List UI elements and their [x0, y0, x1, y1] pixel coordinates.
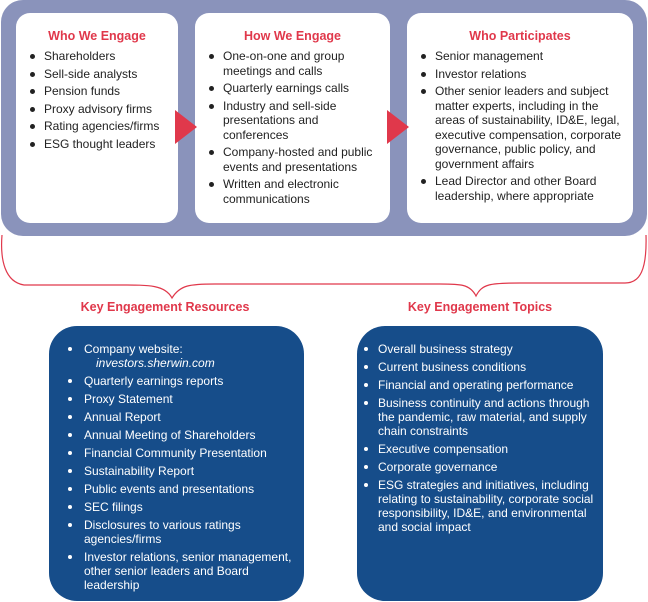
card-list: Shareholders Sell-side analysts Pension …	[16, 49, 178, 151]
list-item: One-on-one and group meetings and calls	[195, 49, 390, 78]
list-item: Financial and operating performance	[357, 378, 603, 392]
list-item: Written and electronic communications	[195, 177, 390, 206]
list-item: Industry and sell-side presentations and…	[195, 99, 390, 143]
resources-box: Company website: investors.sherwin.com Q…	[49, 326, 304, 601]
list-item: Proxy advisory firms	[16, 102, 178, 117]
list-item: Annual Report	[49, 410, 304, 424]
list-item: Annual Meeting of Shareholders	[49, 428, 304, 442]
list-item: Shareholders	[16, 49, 178, 64]
who-participates-card: Who Participates Senior management Inves…	[407, 13, 633, 223]
topics-list: Overall business strategy Current busine…	[357, 342, 603, 534]
list-item: Proxy Statement	[49, 392, 304, 406]
website-label: Company website:	[84, 342, 183, 356]
list-item: Quarterly earnings calls	[195, 81, 390, 96]
list-item: Executive compensation	[357, 442, 603, 456]
list-item: Financial Community Presentation	[49, 446, 304, 460]
how-we-engage-card: How We Engage One-on-one and group meeti…	[195, 13, 390, 223]
list-item: Corporate governance	[357, 460, 603, 474]
list-item: SEC filings	[49, 500, 304, 514]
triangle-right-icon	[175, 110, 197, 144]
brace-line	[1, 234, 647, 300]
list-item: Investor relations	[407, 67, 633, 82]
list-item: Business continuity and actions through …	[357, 396, 603, 438]
list-item: Rating agencies/firms	[16, 119, 178, 134]
resources-list: Company website: investors.sherwin.com Q…	[49, 342, 304, 592]
list-item: Current business conditions	[357, 360, 603, 374]
list-item: Company-hosted and public events and pre…	[195, 145, 390, 174]
list-item: Company website: investors.sherwin.com	[49, 342, 304, 370]
brace-connector	[1, 234, 647, 300]
list-item: ESG thought leaders	[16, 137, 178, 152]
topics-box: Overall business strategy Current busine…	[357, 326, 603, 601]
card-title: How We Engage	[243, 29, 341, 43]
list-item: ESG strategies and initiatives, includin…	[357, 478, 603, 534]
triangle-right-icon	[387, 110, 409, 144]
list-item: Lead Director and other Board leadership…	[407, 174, 633, 203]
list-item: Disclosures to various ratings agencies/…	[49, 518, 304, 546]
list-item: Overall business strategy	[357, 342, 603, 356]
card-title: Who Participates	[469, 29, 571, 43]
list-item: Other senior leaders and subject matter …	[407, 84, 633, 171]
list-item: Pension funds	[16, 84, 178, 99]
card-list: Senior management Investor relations Oth…	[407, 49, 633, 203]
list-item: Sell-side analysts	[16, 67, 178, 82]
card-title: Who We Engage	[48, 29, 146, 43]
list-item: Sustainability Report	[49, 464, 304, 478]
card-list: One-on-one and group meetings and calls …	[195, 49, 390, 206]
topics-title: Key Engagement Topics	[407, 300, 553, 314]
list-item: Quarterly earnings reports	[49, 374, 304, 388]
list-item: Senior management	[407, 49, 633, 64]
list-item: Investor relations, senior management, o…	[49, 550, 304, 592]
list-item: Public events and presentations	[49, 482, 304, 496]
who-we-engage-card: Who We Engage Shareholders Sell-side ana…	[16, 13, 178, 223]
website-link[interactable]: investors.sherwin.com	[96, 356, 215, 370]
resources-title: Key Engagement Resources	[80, 300, 250, 314]
